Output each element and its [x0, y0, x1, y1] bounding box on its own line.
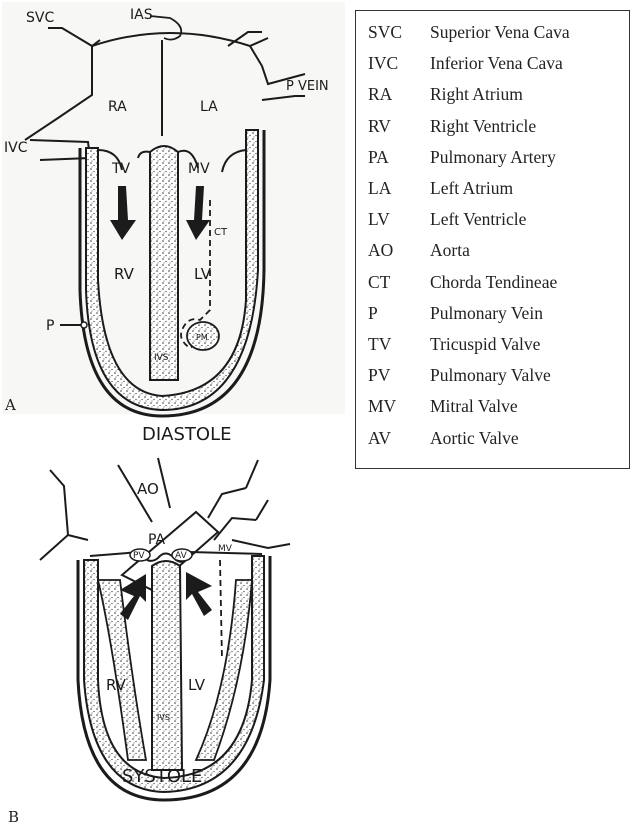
interventricular-septum-b [152, 561, 182, 770]
label-pv: PV [133, 551, 145, 561]
legend-abbreviation: AV [368, 428, 430, 449]
label-ivs-b: IVS [157, 713, 170, 722]
legend-term: Aortic Valve [430, 428, 519, 449]
legend-abbreviation: SVC [368, 22, 430, 43]
label-p: P [46, 318, 54, 334]
label-mv-b: MV [218, 544, 233, 554]
label-rv: RV [114, 265, 135, 283]
label-pa: PA [148, 532, 166, 548]
legend-abbreviation: PA [368, 147, 430, 168]
legend-abbreviation: TV [368, 334, 430, 355]
panel-a: SVC IAS RA LA P VEIN IVC TV MV RV LV CT … [2, 2, 345, 445]
legend-abbreviation: IVC [368, 53, 430, 74]
legend-term: Inferior Vena Cava [430, 53, 563, 74]
label-ivc: IVC [4, 140, 28, 156]
label-av: AV [175, 551, 188, 561]
label-rv-b: RV [106, 676, 127, 694]
legend-abbreviation: PV [368, 365, 430, 386]
legend-term: Aorta [430, 240, 470, 261]
panel-a-letter: A [4, 396, 16, 414]
label-ivs: IVS [154, 353, 169, 363]
label-lv-b: LV [188, 676, 206, 694]
legend-abbreviation: AO [368, 240, 430, 261]
label-lv: LV [194, 265, 212, 283]
label-pm: PM [196, 333, 208, 342]
legend-abbreviation: MV [368, 396, 430, 417]
legend-abbreviation: RA [368, 84, 430, 105]
label-ao: AO [137, 480, 159, 498]
panel-b: AO PA PV AV MV RV LV IVS SYSTOLE B [8, 458, 290, 826]
label-mv: MV [188, 161, 210, 177]
legend-term: Left Atrium [430, 178, 513, 199]
label-la: LA [200, 99, 218, 115]
systole-arrow-ao [186, 572, 212, 616]
legend-term: Pulmonary Valve [430, 365, 551, 386]
legend-abbreviation: LV [368, 209, 430, 230]
legend-term: Chorda Tendineae [430, 272, 557, 293]
legend-term: Pulmonary Vein [430, 303, 543, 324]
legend-term: Right Atrium [430, 84, 523, 105]
legend-abbreviation: LA [368, 178, 430, 199]
label-ra: RA [108, 99, 127, 115]
legend-term: Tricuspid Valve [430, 334, 540, 355]
label-svc: SVC [26, 10, 54, 26]
label-ias: IAS [130, 7, 153, 23]
legend-term: Left Ventricle [430, 209, 526, 230]
legend-abbreviation: CT [368, 272, 430, 293]
interventricular-septum-a [150, 146, 178, 380]
label-p-vein: P VEIN [286, 79, 329, 94]
legend-term: Superior Vena Cava [430, 22, 570, 43]
label-ct: CT [214, 227, 228, 238]
label-diastole: DIASTOLE [142, 424, 231, 445]
legend-term: Right Ventricle [430, 116, 536, 137]
legend-abbreviation: RV [368, 116, 430, 137]
legend-term: Pulmonary Artery [430, 147, 556, 168]
panel-b-letter: B [8, 808, 19, 826]
label-systole: SYSTOLE [122, 766, 202, 787]
legend-term: Mitral Valve [430, 396, 518, 417]
label-tv: TV [111, 161, 131, 177]
legend-abbreviation: P [368, 303, 430, 324]
